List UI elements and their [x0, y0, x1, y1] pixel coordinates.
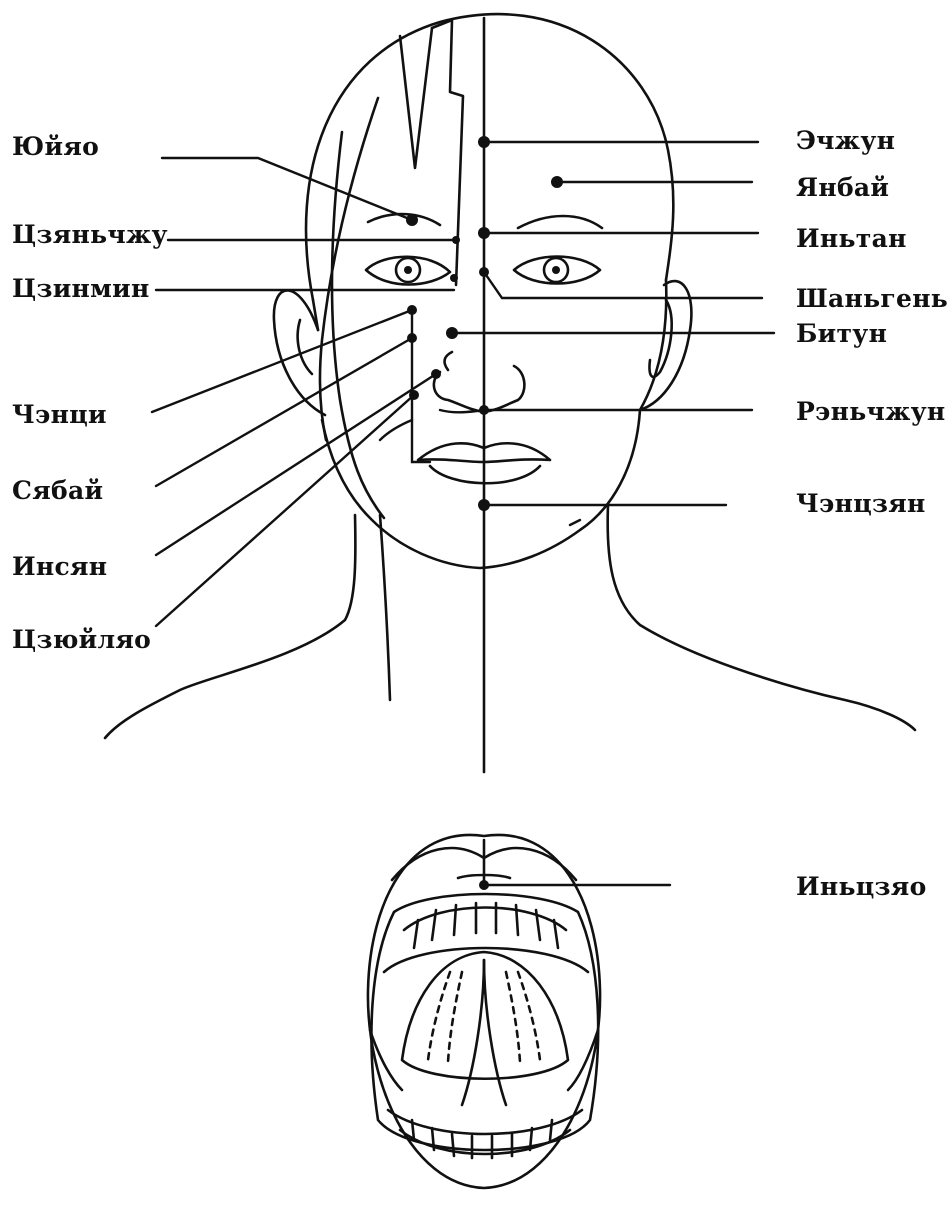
label-inczyao: Иньцзяо	[796, 874, 927, 899]
label-bitun: Битун	[796, 321, 887, 346]
label-chenci: Чэнци	[12, 402, 107, 427]
ears	[274, 281, 692, 415]
label-intan: Иньтан	[796, 226, 907, 251]
label-chenczyan: Чэнцзян	[796, 491, 926, 516]
label-czyanchzhu: Цзяньчжу	[12, 222, 168, 247]
label-czinmin: Цзинмин	[12, 276, 150, 301]
right-leader-lines	[446, 136, 774, 525]
label-czyuylyao: Цзюйляо	[12, 627, 151, 652]
label-renchzhun: Рэньчжун	[796, 399, 946, 424]
label-yanbai: Янбай	[796, 175, 889, 200]
label-echzhun: Эчжун	[796, 128, 895, 153]
label-insyan: Инсян	[12, 554, 107, 579]
nose	[434, 352, 525, 412]
label-shangen: Шаньгень	[796, 286, 948, 311]
label-syabai: Сябай	[12, 478, 103, 503]
label-yuyyao: Юйяо	[12, 134, 99, 159]
neck-and-shoulders	[105, 505, 915, 738]
